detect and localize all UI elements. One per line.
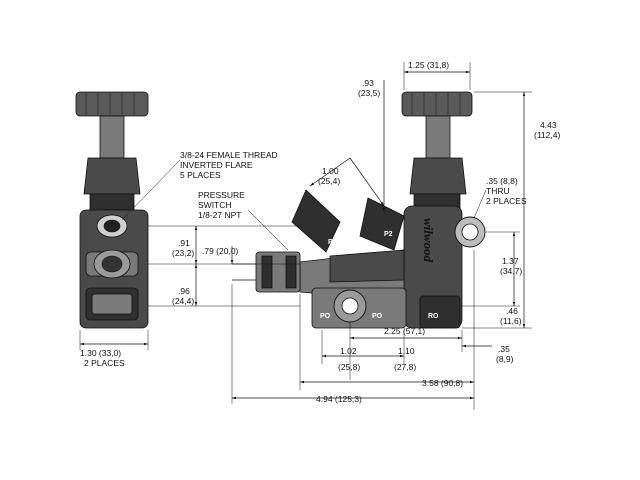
dim-091: .91 — [178, 238, 190, 248]
dim-046: .46 — [506, 306, 518, 316]
port-p1: P1 — [328, 239, 337, 246]
dim-1-02-metric: (25,8) — [338, 362, 360, 372]
front-view-dimensions: 1.25 (31,8) .93 (23,5) 4.43 (112,4) 1.00… — [231, 60, 560, 410]
p1-fitting — [291, 189, 341, 253]
dim-4-43-metric: (112,4) — [534, 130, 560, 140]
dim-1-30: 1.30 (33,0) — [80, 348, 121, 358]
front-view: P1 P2 PO PO RO wilwood — [232, 91, 486, 329]
side-bonnet — [83, 157, 141, 195]
dim-079: .79 (20,0) — [202, 246, 239, 256]
note-flare-line3: 5 PLACES — [180, 170, 221, 180]
dim-096: .96 — [178, 286, 190, 296]
note-switch-line2: SWITCH — [198, 200, 232, 210]
side-view — [75, 91, 149, 329]
dim-1-10: 1.10 — [398, 346, 415, 356]
dim-091-metric: (23,2) — [172, 248, 194, 258]
note-switch-line3: 1/8-27 NPT — [198, 210, 241, 220]
front-knob — [401, 91, 473, 117]
dim-1-30-places: 2 PLACES — [84, 358, 125, 368]
dim-035-metric: (8,9) — [496, 354, 514, 364]
dim-4-43: 4.43 — [540, 120, 557, 130]
dim-3-58: 3.58 (90,8) — [422, 378, 463, 388]
p2-fitting — [359, 197, 405, 251]
dim-1-00-metric: (25,4) — [318, 176, 340, 186]
note-flare-line1: 3/8-24 FEMALE THREAD — [180, 150, 278, 160]
side-knob — [75, 91, 149, 117]
dim-046-metric: (11,6) — [500, 316, 522, 326]
port-ro: RO — [428, 313, 439, 320]
port-po-right: PO — [372, 313, 383, 320]
dim-1-10-metric: (27,8) — [394, 362, 416, 372]
front-stem — [425, 115, 451, 159]
front-bonnet — [409, 157, 467, 195]
dim-1-25: 1.25 (31,8) — [408, 60, 449, 70]
dim-093: .93 — [362, 78, 374, 88]
dim-035: .35 — [498, 344, 510, 354]
side-stem — [99, 115, 125, 159]
note-thru-line2: THRU — [486, 186, 510, 196]
note-switch-line1: PRESSURE — [198, 190, 245, 200]
port-po-left: PO — [320, 313, 331, 320]
port-p2: P2 — [384, 231, 393, 238]
dim-4-94: 4.94 (125,3) — [316, 394, 362, 404]
note-flare-line2: INVERTED FLARE — [180, 160, 253, 170]
dim-1-00: 1.00 — [322, 166, 339, 176]
brand-logo: wilwood — [421, 218, 436, 263]
note-thru-line1: .35 (8,8) — [486, 176, 518, 186]
dim-093-metric: (23,5) — [358, 88, 380, 98]
dim-1-02: 1.02 — [340, 346, 357, 356]
middle-dimensions: .91 (23,2) .79 (20,0) .96 (24,4) PRESSUR… — [148, 190, 300, 307]
dim-2-25: 2.25 (57,1) — [384, 326, 425, 336]
dim-1-37: 1.37 — [502, 256, 519, 266]
dim-1-37-metric: (34,7) — [500, 266, 522, 276]
dim-096-metric: (24,4) — [172, 296, 194, 306]
note-thru-line3: 2 PLACES — [486, 196, 527, 206]
side-view-dimensions: 1.30 (33,0) 2 PLACES 3/8-24 FEMALE THREA… — [79, 150, 278, 368]
